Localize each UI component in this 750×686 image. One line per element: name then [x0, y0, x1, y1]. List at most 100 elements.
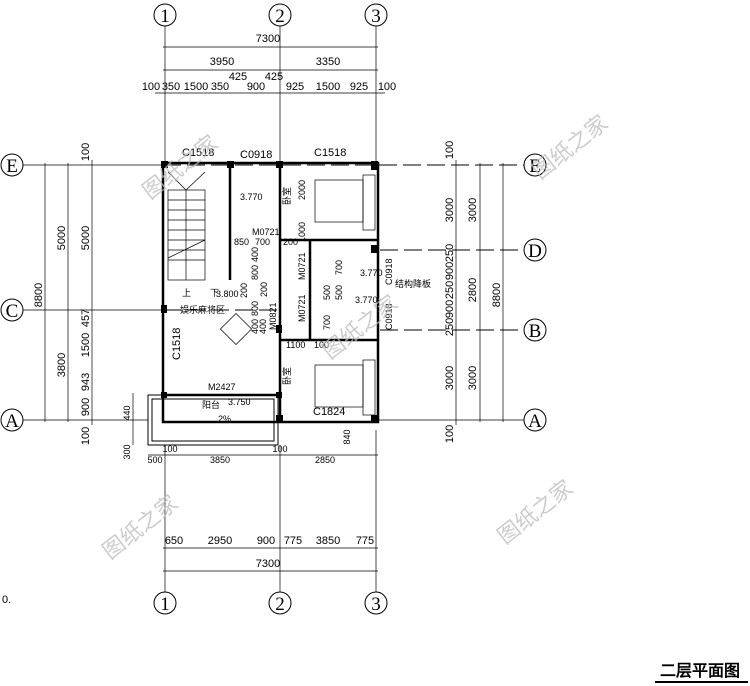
dim-left-mid: 3800: [56, 353, 68, 377]
level-mark: 3.770: [360, 268, 383, 278]
dimensions-left: 8800 5000 3800 100 5000 457 1500 943 900…: [33, 143, 134, 460]
dimensions-bottom: 500 3850 100 2850 100 650 2950 900 775 3…: [147, 444, 378, 572]
watermark: 图纸之家: [493, 475, 578, 549]
axis-3-top: 3: [371, 6, 381, 27]
window-label: C1518: [171, 328, 183, 360]
dim-top-detail: 425: [265, 71, 283, 83]
inner-dim: 2000: [297, 180, 307, 200]
bedroom-furniture: [219, 174, 376, 416]
dim-bottom-detail: 2950: [208, 535, 232, 547]
inner-dim: 200: [259, 282, 269, 297]
dim-top-mid: 3950: [210, 56, 234, 68]
axis-E-right: E: [529, 156, 541, 177]
dim-top-detail: 100: [142, 81, 160, 93]
inner-dim: 700: [322, 315, 332, 330]
door-label: M0721: [297, 294, 307, 322]
opening-labels: C1518 C0918 C1518 C1518 M2427 C1824 M072…: [171, 147, 394, 418]
dim-left-detail: 457: [80, 309, 92, 327]
level-mark: 3.770: [240, 192, 263, 202]
inner-dim: 200: [239, 283, 249, 298]
dim-top-detail: 925: [350, 81, 368, 93]
axis-lines: [23, 26, 524, 592]
dim-balcony: 500: [147, 455, 162, 465]
axis-E-left: E: [6, 156, 18, 177]
staircase: 上下: [167, 171, 219, 298]
dim-top-detail: 100: [378, 81, 396, 93]
dim-right-detail: 900: [444, 262, 456, 280]
dim-right-detail: 900: [444, 300, 456, 318]
dim-balcony: 2850: [315, 455, 335, 465]
walls: [147, 161, 380, 446]
axis-A-left: A: [5, 411, 19, 432]
door-label: M0821: [268, 302, 278, 330]
axis-A-right: A: [528, 411, 542, 432]
watermark: 图纸之家: [528, 110, 613, 184]
axis-2-top: 2: [275, 6, 285, 27]
watermark: 图纸之家: [98, 490, 183, 564]
dimensions-right: 100 3000 250 900 250 900 250 3000 100 30…: [342, 141, 504, 445]
window-label: C1518: [314, 147, 346, 159]
slope-mark: 2%: [218, 414, 231, 424]
dim-bottom-detail: 775: [284, 535, 302, 547]
stair-up-label: 上: [182, 288, 191, 298]
dim-top-total: 7300: [256, 33, 280, 45]
inner-dim: 400: [250, 247, 260, 262]
dim-right-total: 8800: [491, 283, 503, 307]
axis-B-right: B: [529, 321, 542, 342]
room-bedroom-bottom: 卧室: [281, 367, 292, 385]
axis-1-top: 1: [160, 6, 170, 27]
dim-top-detail: 1500: [184, 81, 208, 93]
dim-right-detail: 3000: [444, 198, 456, 222]
stair-down-label: 下: [210, 288, 219, 298]
door-label: M2427: [208, 382, 236, 392]
dim-left-detail: 943: [80, 373, 92, 391]
dim-top-detail: 350: [211, 81, 229, 93]
inner-dimensions: 700 200 1000 2000 400 800 200 400 800 20…: [234, 180, 344, 350]
dim-right-detail: 250: [444, 318, 456, 336]
dim-top-detail: 900: [247, 81, 265, 93]
dim-bottom-detail: 3850: [316, 535, 340, 547]
dim-bottom-detail: 900: [257, 535, 275, 547]
dim-left-detail: 1500: [80, 333, 92, 357]
door-label: M0721: [252, 227, 280, 237]
inner-dim: 1000: [297, 222, 307, 242]
inner-dim: 1100: [286, 340, 305, 350]
drawing-title: 二层平面图: [660, 661, 740, 680]
axis-D-right: D: [528, 241, 542, 262]
dim-right-mid: 2800: [467, 278, 479, 302]
stray-text: 0.: [2, 594, 11, 606]
dim-right-detail: 250: [444, 244, 456, 262]
window-label: C1824: [313, 406, 345, 418]
dim-balcony-left: 440: [122, 405, 132, 420]
slab-note: 结构降板: [395, 278, 431, 289]
inner-dim: 500: [334, 285, 344, 300]
dim-right-detail: 250: [444, 281, 456, 299]
dim-bottom-detail: 775: [356, 535, 374, 547]
inner-dim: 800: [250, 265, 260, 280]
dim-left-total: 8800: [33, 283, 45, 307]
window-label: C0918: [384, 303, 394, 330]
inner-dim: 200: [283, 237, 298, 247]
level-mark: 3.750: [228, 397, 251, 407]
grid-bubbles: 1 2 3 1 2 3 E C A E D B A: [0, 3, 547, 615]
dim-right-detail: 100: [444, 425, 456, 443]
inner-dim: 500: [322, 285, 332, 300]
dim-top-detail: 925: [286, 81, 304, 93]
dim-left-detail: 5000: [80, 226, 92, 250]
dim-top-detail: 425: [229, 71, 247, 83]
dim-top-mid: 3350: [316, 56, 340, 68]
dim-top-detail: 350: [162, 81, 180, 93]
window-label: C0918: [240, 149, 272, 161]
inner-dim: 400: [258, 319, 268, 334]
axis-1-bottom: 1: [160, 594, 170, 615]
dim-top-detail: 1500: [316, 81, 340, 93]
dim-bottom-detail: 650: [165, 535, 183, 547]
door-label: M0721: [297, 252, 307, 280]
dim-left-detail: 100: [80, 427, 92, 445]
window-label: C1518: [182, 147, 214, 159]
dim-right-mid: 3000: [467, 198, 479, 222]
dim-side: 840: [342, 429, 352, 444]
level-mark: 3.800: [216, 289, 239, 299]
dimensions-top: 7300 3950 3350 100 350 1500 350 425 900 …: [142, 33, 396, 94]
window-label: C0918: [384, 258, 394, 285]
